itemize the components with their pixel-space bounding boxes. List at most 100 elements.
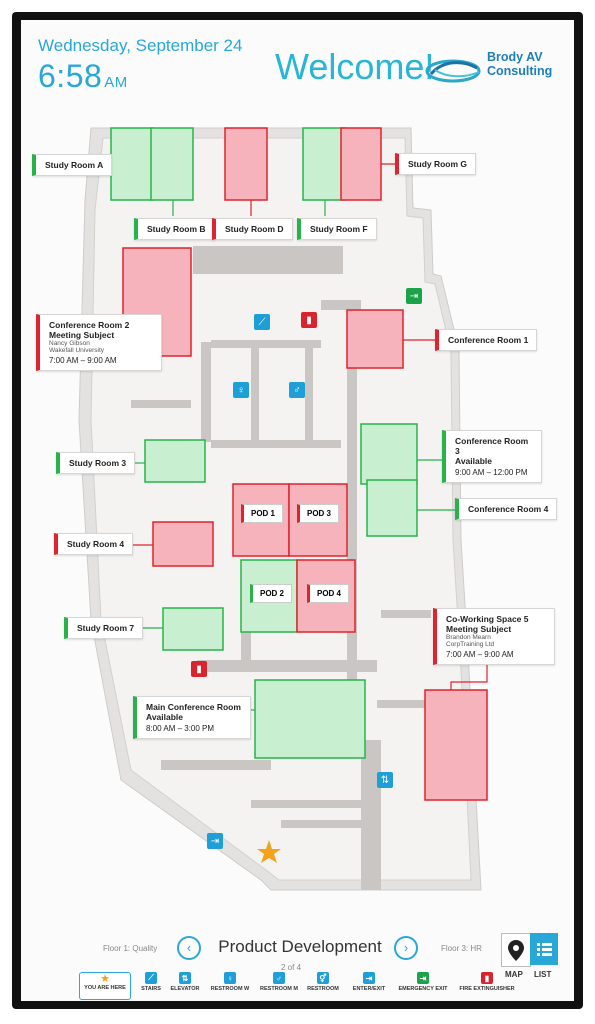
floor-navigation: Floor 1: Quality ‹ Product Development ›… xyxy=(21,930,574,1000)
label-title: Main Conference Room xyxy=(146,702,241,712)
room-study-a xyxy=(110,127,154,201)
label-study-room-b[interactable]: Study Room B xyxy=(134,218,215,240)
label-time: 9:00 AM – 12:00 PM xyxy=(455,468,528,477)
list-icon xyxy=(537,943,552,956)
stairs-icon: ⟋ xyxy=(254,314,270,330)
fire-extinguisher-icon: ▮ xyxy=(191,661,207,677)
label-text: Study Room B xyxy=(147,224,206,234)
label-conference-room-2[interactable]: Conference Room 2 Meeting Subject Nancy … xyxy=(36,314,162,371)
label-text: Conference Room 4 xyxy=(468,504,549,514)
label-status: Available xyxy=(146,712,184,722)
company-name-line2: Consulting xyxy=(487,64,553,78)
stairs-icon: ⟋ xyxy=(145,972,157,984)
label-study-room-a[interactable]: Study Room A xyxy=(32,154,113,176)
label-organization: CorpTraining Ltd xyxy=(446,641,495,648)
chevron-left-icon[interactable]: ‹ xyxy=(177,936,201,960)
label-conference-room-4[interactable]: Conference Room 4 xyxy=(455,498,558,520)
room-conference-3 xyxy=(360,423,418,485)
label-pod-4[interactable]: POD 4 xyxy=(307,584,350,603)
label-pod-1[interactable]: POD 1 xyxy=(241,504,284,523)
label-time: 8:00 AM – 3:00 PM xyxy=(146,724,215,733)
map-view-label: MAP xyxy=(505,970,523,979)
label-pod-3[interactable]: POD 3 xyxy=(297,504,340,523)
legend-you-are-here: ★ YOU ARE HERE xyxy=(79,972,131,1000)
label-text: Study Room D xyxy=(225,224,284,234)
legend-label: ELEVATOR xyxy=(170,986,200,992)
label-time: 7:00 AM – 9:00 AM xyxy=(49,356,117,365)
label-coworking-space-5[interactable]: Co-Working Space 5 Meeting Subject Brand… xyxy=(433,608,555,665)
label-study-room-f[interactable]: Study Room F xyxy=(297,218,377,240)
room-study-4 xyxy=(152,521,214,567)
room-study-7 xyxy=(162,607,224,651)
legend-restroom-w: ♀ RESTROOM W xyxy=(207,972,253,992)
label-pod-2[interactable]: POD 2 xyxy=(250,584,293,603)
label-text: Conference Room 1 xyxy=(448,335,529,345)
label-time: 7:00 AM – 9:00 AM xyxy=(446,650,514,659)
next-floor-label[interactable]: Floor 3: HR xyxy=(441,944,482,953)
legend-restroom-m: ♂ RESTROOM M xyxy=(256,972,302,992)
fire-extinguisher-icon: ▮ xyxy=(481,972,493,984)
legend-label: RESTROOM M xyxy=(260,986,298,992)
restroom-icon: ⚥ xyxy=(317,972,329,984)
label-study-room-3[interactable]: Study Room 3 xyxy=(56,452,136,474)
legend-label: STAIRS xyxy=(141,986,161,992)
label-study-room-g[interactable]: Study Room G xyxy=(395,153,477,175)
previous-floor-label[interactable]: Floor 1: Quality xyxy=(103,944,158,953)
map-pin-icon xyxy=(508,940,524,961)
fire-extinguisher-icon: ▮ xyxy=(301,312,317,328)
time-value: 6:58 xyxy=(38,58,103,94)
legend-label: EMERGENCY EXIT xyxy=(398,986,448,992)
label-title: Conference Room 3 xyxy=(455,436,529,456)
welcome-heading: Welcome! xyxy=(275,46,435,87)
elevator-icon: ⇅ xyxy=(377,772,393,788)
legend-restroom: ⚥ RESTROOM xyxy=(305,972,341,992)
label-study-room-4[interactable]: Study Room 4 xyxy=(54,533,134,555)
label-organizer: Brandon Mearn xyxy=(446,634,491,641)
room-main-conference xyxy=(254,679,366,759)
current-floor-title: Product Development xyxy=(218,937,382,956)
current-date: Wednesday, September 24 xyxy=(38,36,243,55)
emergency-exit-icon: ⇥ xyxy=(406,288,422,304)
label-title: Co-Working Space 5 xyxy=(446,614,529,624)
list-view-label: LIST xyxy=(534,970,552,979)
label-study-room-d[interactable]: Study Room D xyxy=(212,218,293,240)
label-status: Available xyxy=(455,456,493,466)
label-text: Study Room 7 xyxy=(77,623,135,633)
room-study-g xyxy=(340,127,382,201)
label-subject: Meeting Subject xyxy=(446,624,512,634)
label-text: Study Room A xyxy=(45,160,104,170)
label-study-room-7[interactable]: Study Room 7 xyxy=(64,617,144,639)
restroom-men-icon: ♂ xyxy=(289,382,305,398)
label-conference-room-3[interactable]: Conference Room 3 Available 9:00 AM – 12… xyxy=(442,430,542,483)
legend-label: RESTROOM W xyxy=(210,986,250,992)
map-legend: ★ YOU ARE HERE ⟋ STAIRS ⇅ ELEVATOR ♀ RESTRO… xyxy=(21,972,574,1000)
label-conference-room-1[interactable]: Conference Room 1 xyxy=(435,329,538,351)
label-subject: Meeting Subject xyxy=(49,330,115,340)
label-text: POD 4 xyxy=(317,589,342,598)
star-icon: ★ xyxy=(100,973,110,985)
legend-elevator: ⇅ ELEVATOR xyxy=(167,972,203,992)
restroom-men-icon: ♂ xyxy=(273,972,285,984)
legend-label: FIRE EXTINGUISHER xyxy=(459,986,515,992)
list-view-button[interactable] xyxy=(530,933,558,965)
label-text: Study Room 3 xyxy=(69,458,127,468)
time-ampm: AM xyxy=(104,74,128,91)
chevron-right-icon[interactable]: › xyxy=(394,936,418,960)
label-main-conference-room[interactable]: Main Conference Room Available 8:00 AM –… xyxy=(133,696,251,739)
legend-label: YOU ARE HERE xyxy=(84,985,126,991)
room-coworking-5 xyxy=(424,689,488,801)
legend-fire-extinguisher: ▮ FIRE EXTINGUISHER xyxy=(454,972,520,992)
enter-exit-icon: ⇥ xyxy=(207,833,223,849)
label-organizer: Nancy Gibson xyxy=(49,340,90,347)
label-text: POD 3 xyxy=(307,509,332,518)
floor-page-indicator: 2 of 4 xyxy=(281,963,302,972)
room-study-b xyxy=(150,127,194,201)
restroom-women-icon: ♀ xyxy=(224,972,236,984)
legend-enter-exit: ⇥ENTER/EXIT xyxy=(347,972,391,992)
label-text: Study Room 4 xyxy=(67,539,125,549)
room-conference-4 xyxy=(366,479,418,537)
map-view-button[interactable] xyxy=(501,933,531,967)
elevator-icon: ⇅ xyxy=(179,972,191,984)
you-are-here-star xyxy=(257,840,281,863)
legend-label: RESTROOM xyxy=(307,986,339,992)
